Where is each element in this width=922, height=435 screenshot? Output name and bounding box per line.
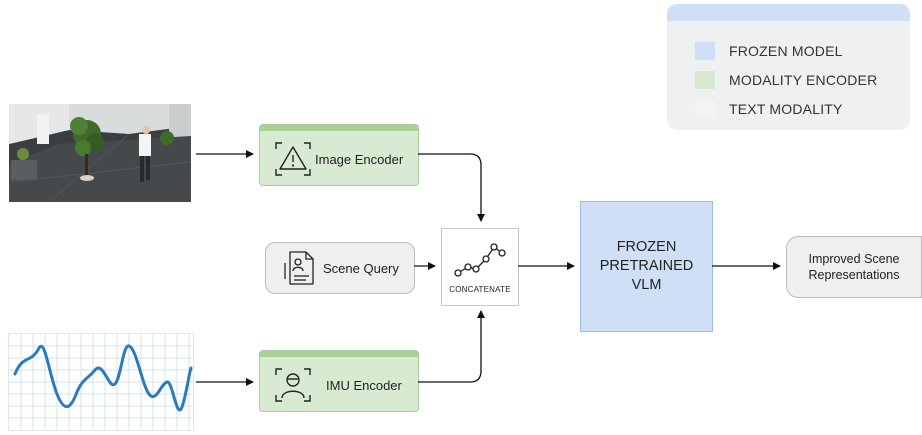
image-encoder-label: Image Encoder [315, 152, 404, 167]
scene-query-box: Scene Query [265, 242, 415, 294]
legend-swatch-text [695, 100, 715, 118]
vlm-line2: PRETRAINED [599, 258, 694, 274]
vlm-line3: VLM [631, 277, 662, 293]
image-encoder-box: Image Encoder [259, 124, 419, 186]
person-scan-icon [275, 368, 311, 402]
encoder-header-bar [260, 125, 418, 131]
imu-encoder-box: IMU Encoder [259, 350, 419, 412]
legend-item-frozen-model: FROZEN MODEL [695, 41, 843, 61]
imu-signal-plot [8, 333, 194, 431]
legend-swatch-encoder [695, 71, 715, 89]
legend-label: TEXT MODALITY [729, 101, 843, 117]
legend-header-bar [667, 4, 910, 21]
frozen-vlm-box: FROZEN PRETRAINED VLM [580, 201, 713, 332]
document-person-icon [284, 251, 314, 285]
arrow-imu-encoder-to-concat [418, 310, 485, 383]
encoder-header-bar [260, 351, 418, 357]
line-graph-icon [454, 243, 506, 277]
legend-item-text-modality: TEXT MODALITY [695, 99, 843, 119]
output-line1: Improved Scene [808, 252, 900, 266]
arrow-image-encoder-to-concat [418, 153, 485, 222]
output-box: Improved Scene Representations [786, 236, 922, 298]
output-line2: Representations [808, 268, 900, 282]
scene-photo-illustration [9, 104, 191, 202]
legend: FROZEN MODEL MODALITY ENCODER TEXT MODAL… [667, 4, 910, 130]
imu-encoder-label: IMU Encoder [326, 378, 402, 393]
concatenate-label: CONCATENATE [449, 285, 511, 294]
warning-scan-icon [275, 142, 311, 176]
vlm-line1: FROZEN [616, 239, 677, 255]
concatenate-box: CONCATENATE [441, 228, 519, 306]
legend-swatch-frozen [695, 42, 715, 60]
legend-item-modality-encoder: MODALITY ENCODER [695, 70, 877, 90]
scene-query-label: Scene Query [323, 261, 399, 276]
legend-label: MODALITY ENCODER [729, 72, 878, 88]
legend-label: FROZEN MODEL [729, 43, 843, 59]
scene-photo [9, 104, 191, 202]
imu-signal-illustration [9, 334, 193, 430]
